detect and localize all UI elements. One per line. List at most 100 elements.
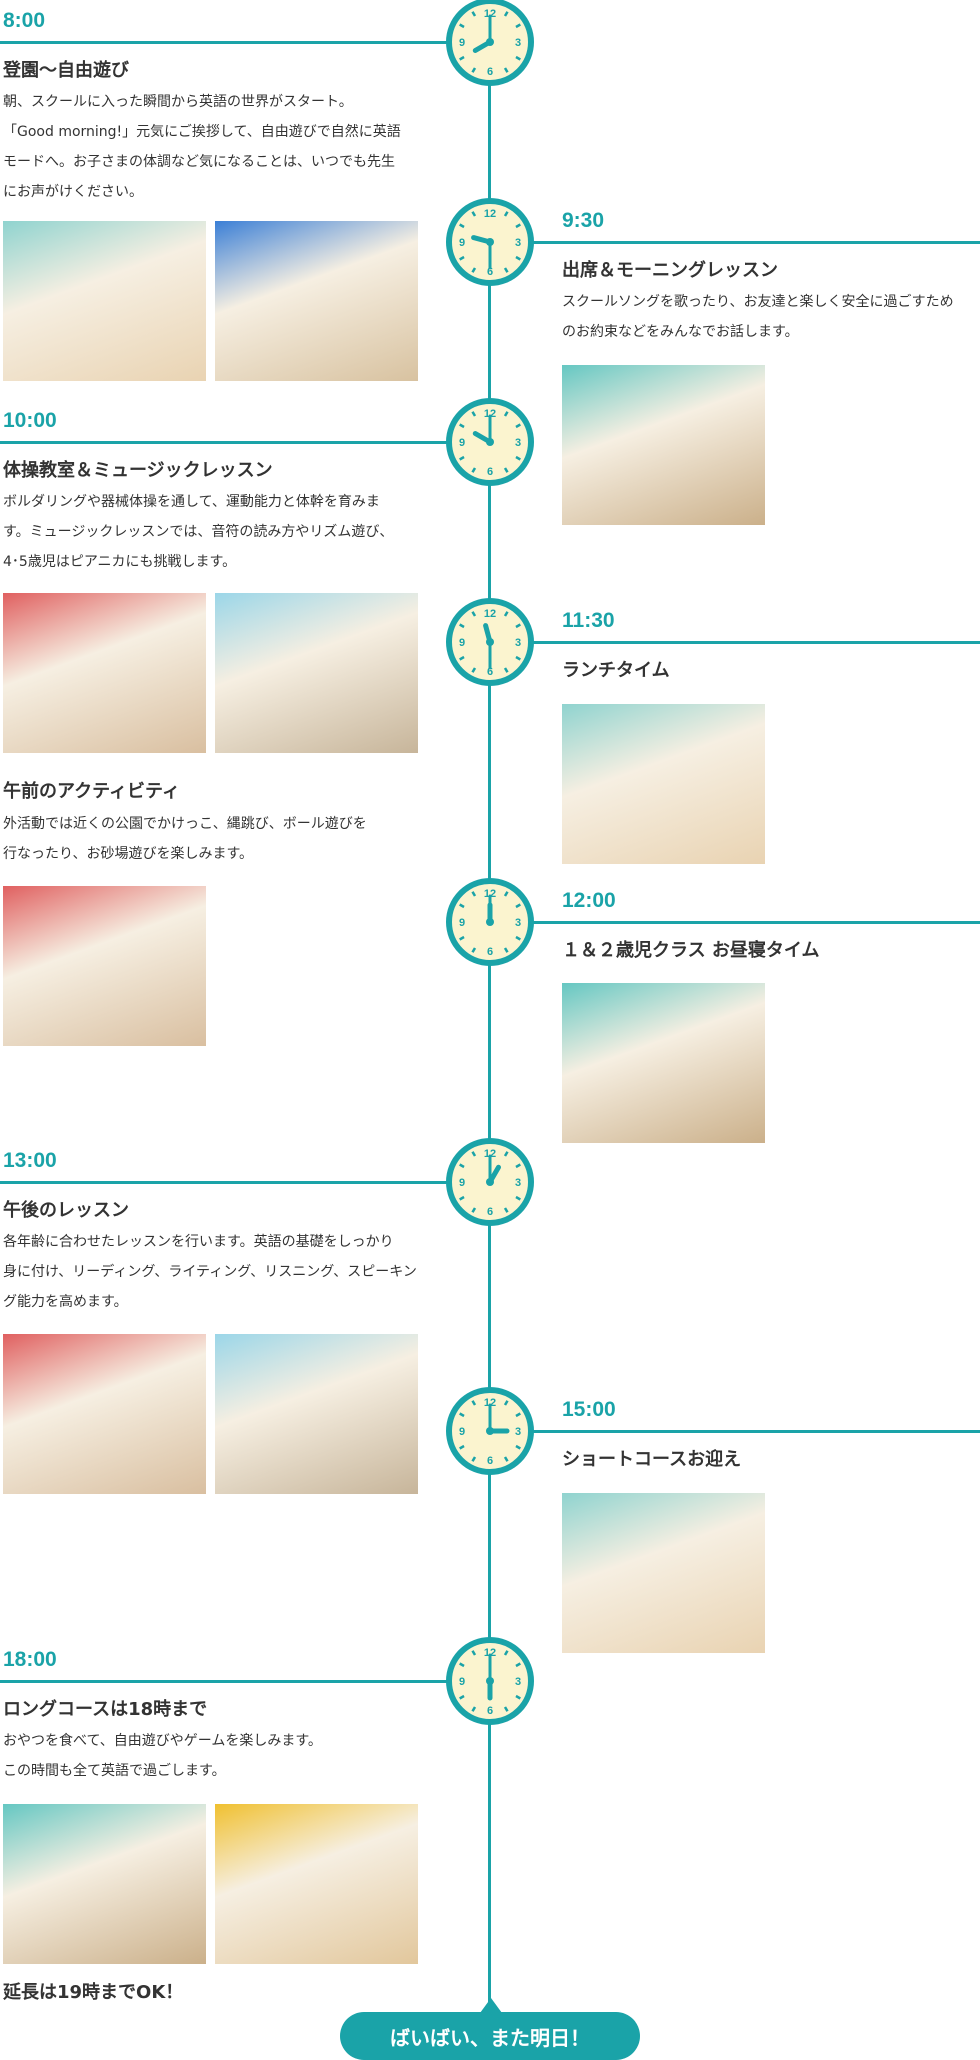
description-line: スクールソングを歌ったり、お友達と楽しく安全に過ごすため [562,294,954,310]
svg-text:6: 6 [487,466,493,478]
goodbye-banner: ばいばい、また明日！ [340,2012,640,2060]
description-line: おやつを食べて、自由遊びやゲームを楽しみます。 [3,1733,322,1749]
timeline-connector [0,41,450,44]
lunch-photo [562,704,765,864]
clock-icon: 12 3 6 9 [445,877,535,967]
svg-text:9: 9 [459,917,465,929]
clock-icon: 12 3 6 9 [445,1386,535,1476]
timeline-connector [0,1181,450,1184]
clock-icon: 12 3 6 9 [445,597,535,687]
svg-text:9: 9 [459,1676,465,1688]
svg-text:3: 3 [515,1676,521,1688]
description-line: のお約束などをみんなでお話します。 [562,324,799,340]
svg-text:9: 9 [459,37,465,49]
clock-icon: 12 3 6 9 [445,1636,535,1726]
svg-text:3: 3 [515,917,521,929]
speaking-lesson-photo [215,1334,418,1494]
section-title: 登園〜自由遊び [3,60,129,81]
subsection-description: 外活動では近くの公園でかけっこ、縄跳び、ボール遊びを行なったり、お砂場遊びを楽し… [3,809,367,869]
vaulting-box-photo [3,593,206,753]
section-description: ボルダリングや器械体操を通して、運動能力と体幹を育みます。ミュージックレッスンで… [3,487,393,577]
description-line: す。ミュージックレッスンでは、音符の読み方やリズム遊び、 [3,524,394,540]
writing-lesson-photo [3,1334,206,1494]
description-line: モードへ。お子さまの体調など気になることは、いつでも先生 [3,154,395,170]
clock-icon: 12 3 6 9 [445,1137,535,1227]
svg-text:9: 9 [459,1426,465,1438]
svg-text:9: 9 [459,437,465,449]
svg-text:3: 3 [515,1426,521,1438]
svg-text:12: 12 [484,608,496,620]
clock-icon: 12 3 6 9 [445,397,535,487]
time-label: 18:00 [3,1648,57,1671]
morning-circle-photo [562,365,765,525]
extension-note: 延長は19時までOK！ [3,1982,184,2003]
section-title: 体操教室＆ミュージックレッスン [3,460,273,481]
svg-text:6: 6 [487,1206,493,1218]
timeline-connector [530,241,980,244]
svg-text:12: 12 [484,1647,496,1659]
time-label: 12:00 [562,889,616,912]
svg-text:3: 3 [515,237,521,249]
pianica-photo [215,593,418,753]
description-line: 「Good morning!」元気にご挨拶して、自由遊びで自然に英語 [3,124,401,140]
svg-text:3: 3 [515,1177,521,1189]
svg-text:6: 6 [487,266,493,278]
svg-text:6: 6 [487,1455,493,1467]
description-line: 行なったり、お砂場遊びを楽しみます。 [3,846,254,862]
time-label: 8:00 [3,9,46,32]
section-description: 各年齢に合わせたレッスンを行います。英語の基礎をしっかり身に付け、リーディング、… [3,1227,417,1317]
greeting-photo [3,221,206,381]
svg-text:3: 3 [515,37,521,49]
svg-text:12: 12 [484,208,496,220]
svg-text:3: 3 [515,637,521,649]
svg-text:12: 12 [484,1148,496,1160]
svg-text:3: 3 [515,437,521,449]
time-label: 11:30 [562,609,615,632]
section-title: 午後のレッスン [3,1200,129,1221]
timeline-connector [530,921,980,924]
subsection-title: 午前のアクティビティ [3,781,180,802]
section-description: おやつを食べて、自由遊びやゲームを楽しみます。この時間も全て英語で過ごします。 [3,1726,322,1786]
time-label: 13:00 [3,1149,57,1172]
svg-text:12: 12 [484,888,496,900]
svg-text:12: 12 [484,1397,496,1409]
time-label: 9:30 [562,209,605,232]
nap-photo [562,983,765,1143]
snack-photo [3,1804,206,1964]
timeline-line [488,40,491,2015]
time-label: 15:00 [562,1398,616,1421]
svg-text:6: 6 [487,946,493,958]
svg-text:6: 6 [487,66,493,78]
description-line: 各年齢に合わせたレッスンを行います。英語の基礎をしっかり [3,1234,394,1250]
section-title: 出席＆モーニングレッスン [562,260,778,281]
clock-icon: 12 3 6 9 [445,197,535,287]
svg-text:6: 6 [487,666,493,678]
svg-text:9: 9 [459,1177,465,1189]
svg-text:9: 9 [459,237,465,249]
park-slide-photo [3,886,206,1046]
description-line: にお声がけください。 [3,184,143,200]
description-line: 身に付け、リーディング、ライティング、リスニング、スピーキン [3,1264,417,1280]
timeline-connector [530,641,980,644]
section-title: ロングコースは18時まで [3,1699,208,1720]
time-label: 10:00 [3,409,57,432]
section-description: 朝、スクールに入った瞬間から英語の世界がスタート。「Good morning!」… [3,87,401,207]
timeline-connector [530,1430,980,1433]
description-line: この時間も全て英語で過ごします。 [3,1763,226,1779]
description-line: 4･5歳児はピアニカにも挑戦します。 [3,554,237,570]
section-title: ランチタイム [562,660,670,681]
description-line: グ能力を高めます。 [3,1294,128,1310]
timeline-connector [0,441,450,444]
section-title: ショートコースお迎え [562,1449,742,1470]
clock-icon: 12 3 6 9 [445,0,535,87]
description-line: 朝、スクールに入った瞬間から英語の世界がスタート。 [3,94,353,110]
description-line: ボルダリングや器械体操を通して、運動能力と体幹を育みま [3,494,380,510]
svg-text:6: 6 [487,1705,493,1717]
svg-text:12: 12 [484,8,496,20]
section-description: スクールソングを歌ったり、お友達と楽しく安全に過ごすためのお約束などをみんなでお… [562,287,954,347]
svg-text:12: 12 [484,408,496,420]
svg-text:9: 9 [459,637,465,649]
footer-pointer [480,1998,502,2013]
lego-play-photo [215,1804,418,1964]
description-line: 外活動では近くの公園でかけっこ、縄跳び、ボール遊びを [3,816,367,832]
